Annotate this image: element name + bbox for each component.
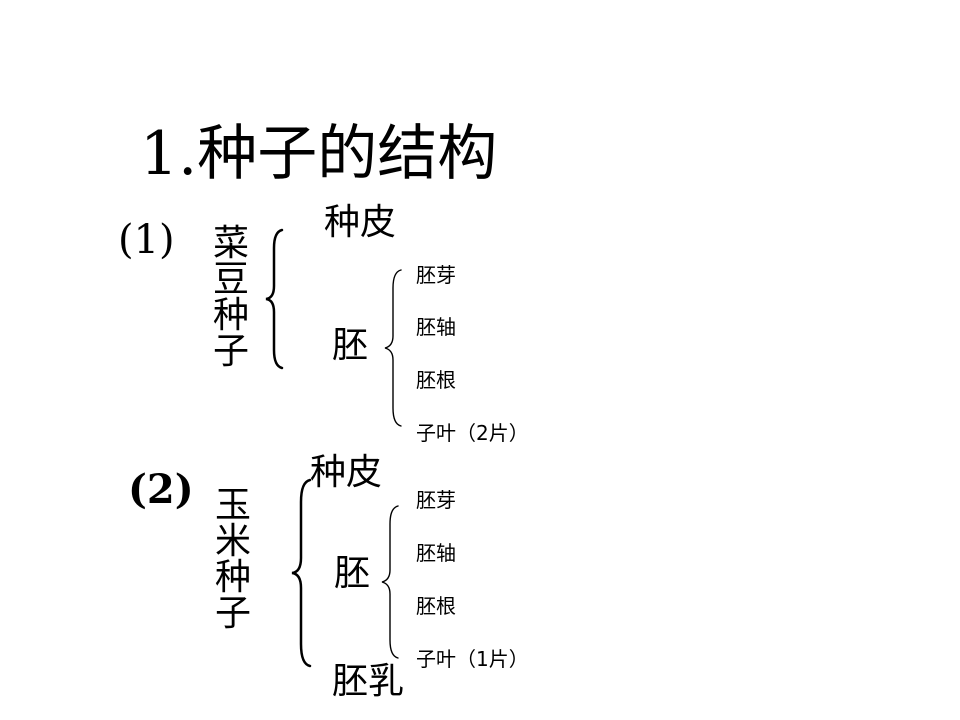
section-1-part-hypocotyl: 胚轴 bbox=[416, 315, 456, 339]
section-2-label: (2) bbox=[128, 466, 194, 513]
section-2-part-plumule: 胚芽 bbox=[416, 488, 456, 512]
section-1-part-cotyledon: 子叶（2片） bbox=[416, 421, 529, 445]
section-2-part-radicle: 胚根 bbox=[416, 594, 456, 618]
section-1-seed-name: 菜豆种子 bbox=[212, 223, 249, 372]
section-1-embryo-brace bbox=[384, 269, 402, 427]
section-1-seed-coat: 种皮 bbox=[324, 202, 397, 243]
section-2-part-hypocotyl: 胚轴 bbox=[416, 541, 456, 565]
section-1-embryo: 胚 bbox=[332, 325, 369, 366]
section-2-embryo: 胚 bbox=[334, 553, 371, 594]
slide-title: 1.种子的结构 bbox=[140, 119, 498, 189]
section-1-part-plumule: 胚芽 bbox=[416, 263, 456, 287]
section-2-endosperm: 胚乳 bbox=[332, 661, 405, 702]
section-2-seed-coat: 种皮 bbox=[310, 452, 383, 493]
section-1-label: (1) bbox=[118, 217, 175, 263]
section-2-outer-brace bbox=[291, 478, 312, 668]
section-1-outer-brace bbox=[265, 228, 284, 370]
section-2-embryo-brace bbox=[381, 505, 399, 659]
section-2-part-cotyledon: 子叶（1片） bbox=[416, 647, 529, 671]
section-1-part-radicle: 胚根 bbox=[416, 368, 456, 392]
section-2-seed-name: 玉米种子 bbox=[214, 485, 251, 634]
